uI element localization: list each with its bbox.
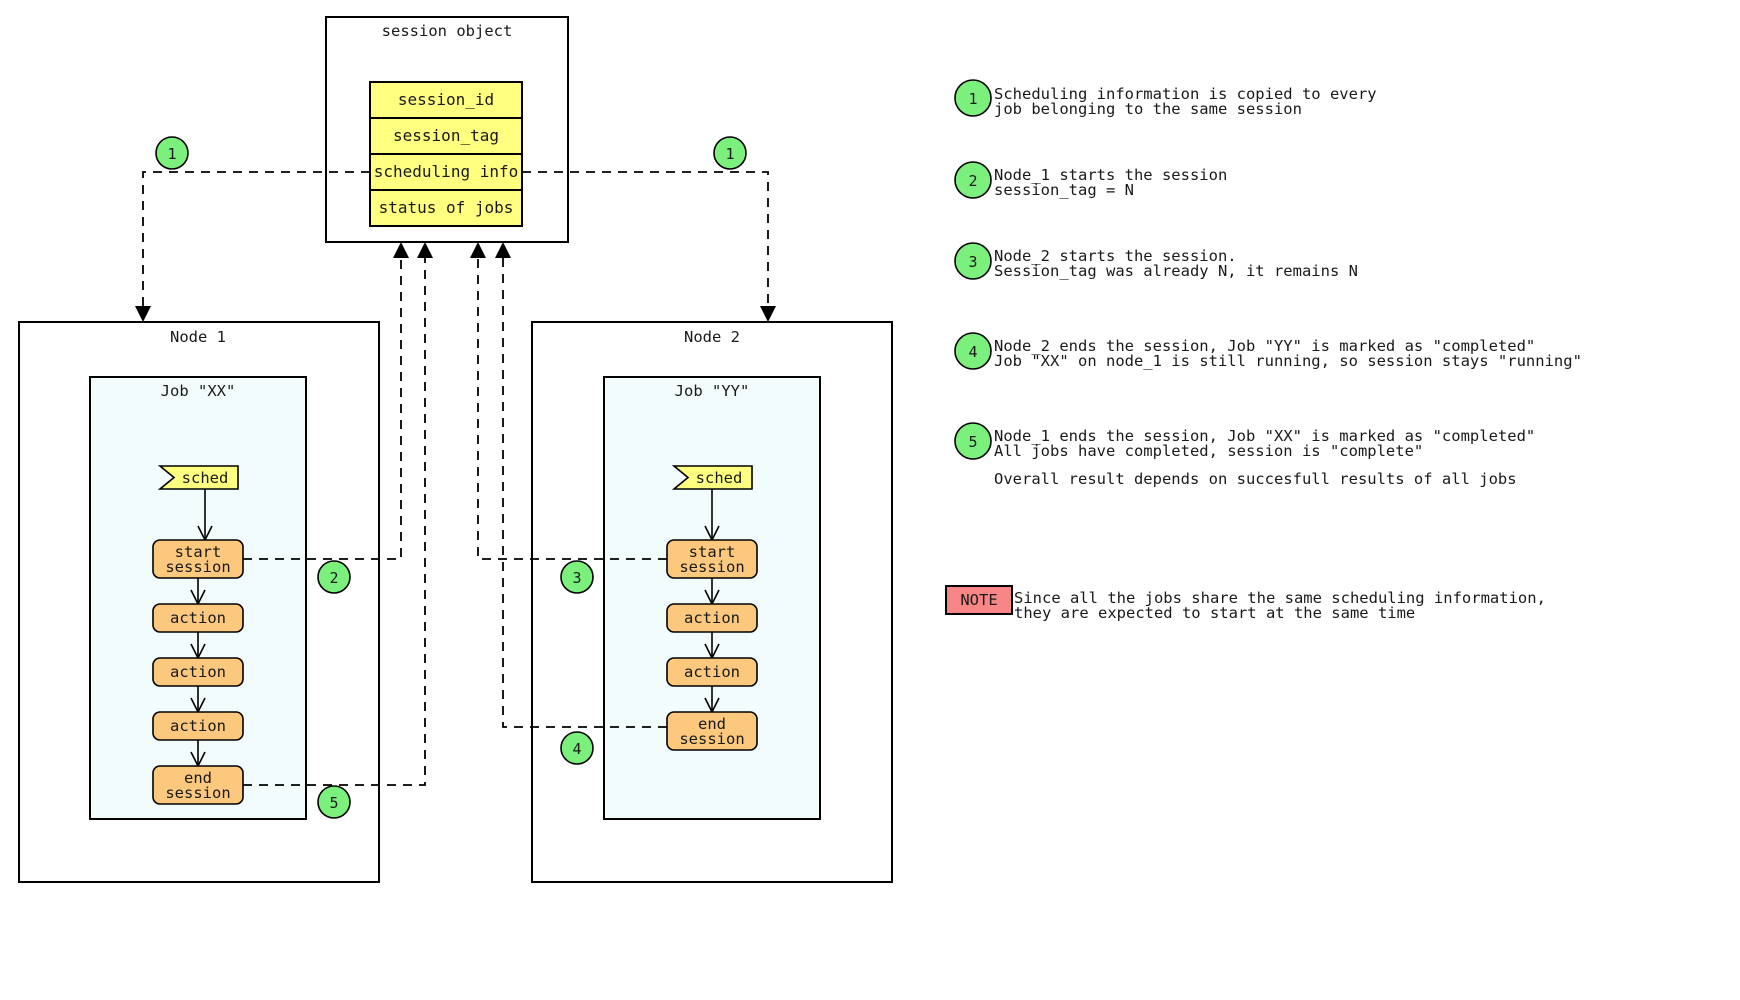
session-object-title: session object — [382, 22, 513, 40]
marker-circle-node1-top — [155, 136, 189, 170]
job-yy-title: Job "YY" — [675, 382, 750, 400]
arrowhead-node1-start — [393, 242, 409, 258]
legend-item-4: 4 Node_2 ends the session, Job "YY" is m… — [954, 332, 1582, 370]
marker-circle-node2-top — [713, 136, 747, 170]
legend-marker-circle-5 — [954, 422, 992, 460]
session-field-label-scheduling-info: scheduling info — [374, 162, 519, 181]
marker-circle-node1-start — [317, 560, 351, 594]
job-xx-step-start-session-line1: start — [175, 543, 222, 561]
job-yy-step-start-session-line2: session — [679, 558, 744, 576]
marker-4: 4 — [560, 731, 594, 765]
scheduling-info-broadcast-right — [522, 171, 776, 322]
legend-text-2-line-1: Node_1 starts the session — [994, 166, 1227, 184]
arrowhead-node2-top — [760, 306, 776, 322]
marker-label-node1-top: 1 — [167, 145, 176, 163]
marker-label-node1-start: 2 — [329, 569, 338, 587]
arrowhead-node1-end — [417, 242, 433, 258]
session-field-box-status-of-jobs[interactable] — [369, 189, 523, 227]
legend-text-5-line-2: All jobs have completed, session is "com… — [994, 442, 1423, 460]
marker-circle-node2-start — [560, 560, 594, 594]
job-xx-title: Job "XX" — [161, 382, 236, 400]
job-yy-step-action-2-label: action — [684, 663, 740, 681]
job-yy-step-end-session-line1: end — [698, 715, 726, 733]
legend-text-1-line-2: job belonging to the same session — [994, 100, 1302, 118]
dashed-path-node1-start-to-session — [243, 252, 402, 560]
job-yy-sched-label: sched — [696, 469, 743, 487]
note-text-line-1: Since all the jobs share the same schedu… — [1014, 589, 1546, 607]
job-xx-step-start-session-line2: session — [165, 558, 230, 576]
marker-1-node2: 1 — [713, 136, 747, 170]
legend-marker-label-4: 4 — [968, 343, 977, 361]
marker-circle-node2-end — [560, 731, 594, 765]
legend-item-1: 1 Scheduling information is copied to ev… — [954, 79, 1377, 118]
legend-marker-label-5: 5 — [968, 433, 977, 451]
job-yy-step-action-1-label: action — [684, 609, 740, 627]
marker-2: 2 — [317, 560, 351, 594]
marker-1-node1: 1 — [155, 136, 189, 170]
marker-label-node2-top: 1 — [725, 145, 734, 163]
note-badge-box — [945, 585, 1013, 615]
session-field-label-session-tag: session_tag — [393, 126, 499, 145]
legend-marker-label-2: 2 — [968, 172, 977, 190]
marker-circle-node1-end — [317, 785, 351, 819]
dashed-path-node2-end-to-session — [502, 252, 667, 728]
status-report-node1-end — [243, 242, 433, 786]
note-badge-label: NOTE — [960, 591, 997, 609]
legend-marker-circle-2 — [954, 161, 992, 199]
legend-marker-label-3: 3 — [968, 253, 977, 271]
legend-marker-circle-3 — [954, 242, 992, 280]
job-xx-sched-label: sched — [182, 469, 229, 487]
status-report-node1-start — [243, 242, 409, 560]
legend-text-1-line-1: Scheduling information is copied to ever… — [994, 85, 1377, 103]
arrowhead-node2-start — [470, 242, 486, 258]
session-field-label-status-of-jobs: status of jobs — [379, 198, 514, 217]
dashed-path-scheduling-to-node2 — [522, 171, 769, 316]
note-callout: NOTE Since all the jobs share the same s… — [945, 585, 1546, 622]
legend-text-4-line-2: Job "XX" on node_1 is still running, so … — [994, 352, 1582, 370]
job-xx-step-action-1-label: action — [170, 609, 226, 627]
legend-text-4-line-1: Node_2 ends the session, Job "YY" is mar… — [994, 337, 1535, 355]
legend-marker-circle-4 — [954, 332, 992, 370]
marker-5: 5 — [317, 785, 351, 819]
status-report-node2-end — [495, 242, 667, 728]
note-text-line-2: they are expected to start at the same t… — [1014, 604, 1415, 622]
session-object-container: session object session_id session_tag sc… — [325, 16, 569, 243]
job-yy-step-end-session[interactable] — [666, 711, 758, 751]
status-report-node2-start — [470, 242, 667, 560]
legend-text-3-line-1: Node_2 starts the session. — [994, 247, 1237, 265]
legend-text-5-line-1: Node_1 ends the session, Job "XX" is mar… — [994, 427, 1535, 445]
job-yy-step-start-session-line1: start — [689, 543, 736, 561]
job-yy-sched-shape[interactable] — [671, 465, 753, 490]
marker-label-node2-start: 3 — [572, 569, 581, 587]
legend-marker-circle-1 — [954, 79, 992, 117]
job-xx-step-action-2-label: action — [170, 663, 226, 681]
marker-label-node2-end: 4 — [572, 740, 581, 758]
marker-label-node1-end: 5 — [329, 794, 338, 812]
node-1-container: Node 1 Job "XX" sched start session acti… — [18, 321, 380, 883]
legend-item-5: 5 Node_1 ends the session, Job "XX" is m… — [954, 422, 1535, 460]
node-2-container: Node 2 Job "YY" sched start session acti… — [531, 321, 893, 883]
job-yy-step-end-session-line2: session — [679, 730, 744, 748]
marker-3: 3 — [560, 560, 594, 594]
legend-text-3-line-2: Session_tag was already N, it remains N — [994, 262, 1358, 280]
job-xx-step-action-3-label: action — [170, 717, 226, 735]
legend-text-2-line-2: session_tag = N — [994, 181, 1134, 199]
job-xx-sched-shape[interactable] — [157, 465, 239, 490]
legend-marker-label-1: 1 — [968, 90, 977, 108]
arrowhead-node2-end — [495, 242, 511, 258]
dashed-path-scheduling-to-node1 — [142, 171, 370, 316]
session-field-label-session-id: session_id — [398, 90, 494, 109]
legend-item-2: 2 Node_1 starts the session session_tag … — [954, 161, 1227, 199]
node-1-title: Node 1 — [170, 328, 226, 346]
dashed-path-node1-end-to-session — [243, 252, 426, 786]
legend-footnote: Overall result depends on succesfull res… — [994, 470, 1517, 488]
job-xx-step-end-session-line2: session — [165, 784, 230, 802]
arrowhead-node1-top — [135, 306, 151, 322]
legend-item-3: 3 Node_2 starts the session. Session_tag… — [954, 242, 1358, 280]
job-xx-step-end-session-line1: end — [184, 769, 212, 787]
node-2-title: Node 2 — [684, 328, 740, 346]
scheduling-info-broadcast-left — [135, 171, 370, 322]
